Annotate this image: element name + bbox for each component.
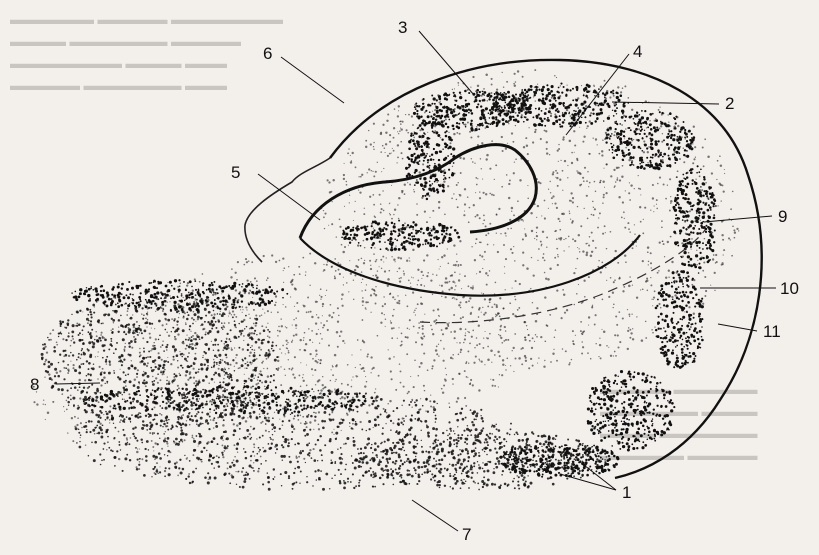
callout-label-1: 1 — [622, 483, 631, 502]
callout-label-9: 9 — [778, 207, 787, 226]
outer-contour — [330, 60, 762, 478]
callout-label-3: 3 — [398, 18, 407, 37]
callout-label-4: 4 — [633, 42, 642, 61]
stipple-medium-layer — [41, 290, 611, 491]
dashed-boundary — [420, 230, 705, 323]
inner-contour — [300, 145, 536, 238]
callout-label-8: 8 — [30, 375, 39, 394]
callout-label-10: 10 — [780, 279, 799, 298]
callout-label-7: 7 — [462, 525, 471, 544]
callout-label-5: 5 — [231, 163, 240, 182]
callout-label-11: 11 — [763, 322, 781, 341]
callout-label-2: 2 — [725, 94, 734, 113]
lower-contour — [300, 235, 640, 296]
callout-label-6: 6 — [263, 44, 272, 63]
